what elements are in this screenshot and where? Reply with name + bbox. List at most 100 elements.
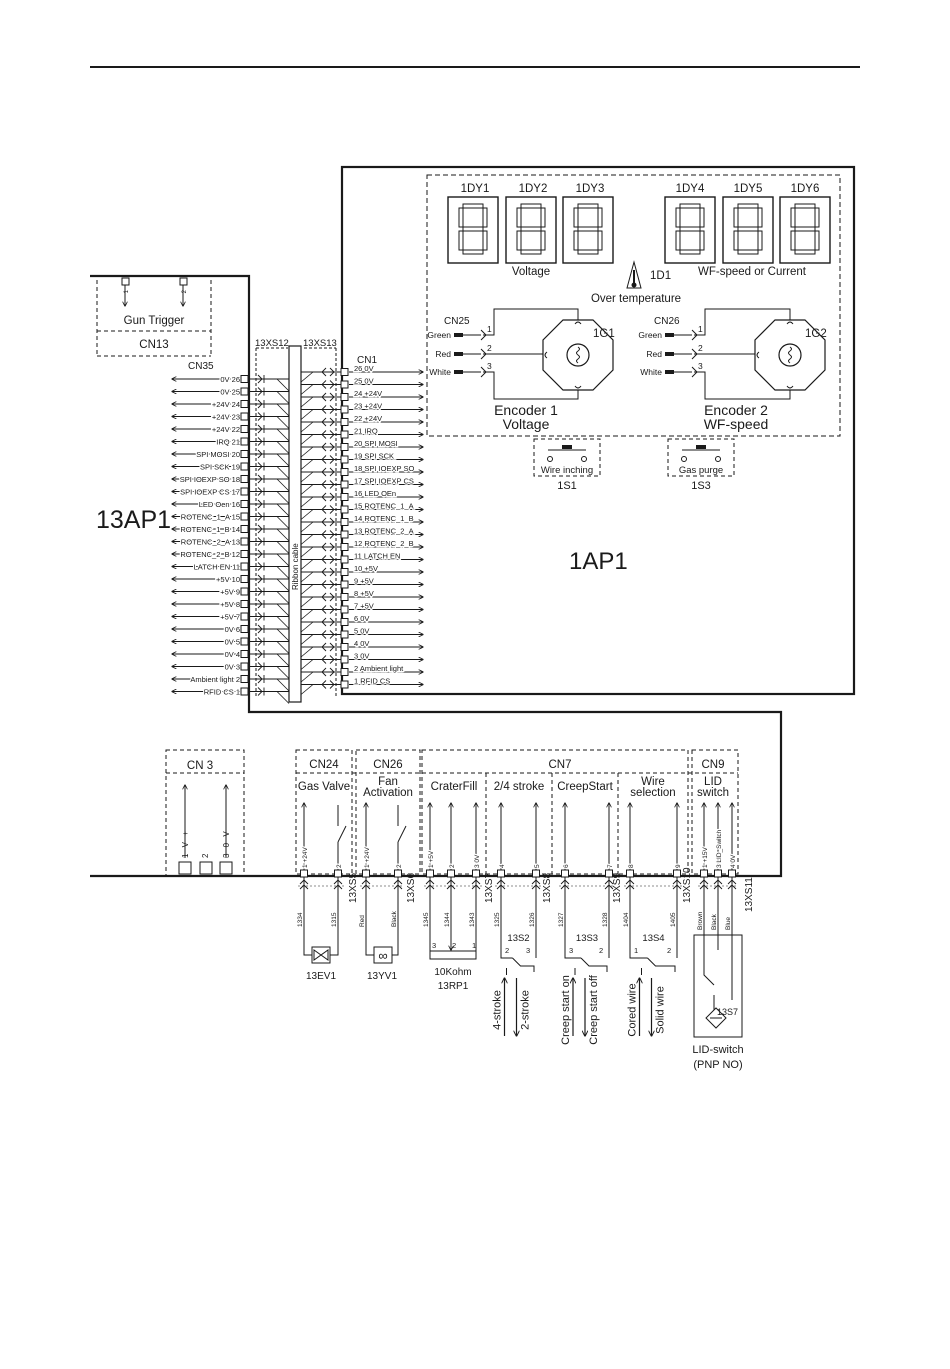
cn35-pin-row: SPI IOEXP CS 17: [172, 486, 249, 498]
cn35-pin-row: +5V 7: [172, 611, 249, 623]
cn1-pin-label: 12 ROTENC_2_B: [354, 539, 414, 548]
encoder-pin: 3: [487, 361, 492, 371]
cn1-pin-label: 20 SPI MOSI: [354, 439, 398, 448]
board-13ap1-outline: [90, 274, 783, 878]
cn35-pin-row: 0V 4: [172, 649, 249, 660]
group-wire-label: Red: [359, 915, 366, 927]
cn1-pin-row: 26 0V: [340, 363, 423, 376]
cn1-pin-row: 13 ROTENC_2_A: [340, 525, 423, 539]
gun-trigger-label: Gun Trigger: [124, 315, 185, 327]
board-1ap1-label: 1AP1: [569, 548, 628, 575]
group-xs-label: 13XS6: [406, 873, 417, 903]
pushbutton-name: 1S1: [557, 480, 577, 492]
switch-state-1: Creep start on: [560, 975, 572, 1045]
cn24-label: CN24: [309, 759, 339, 771]
pushbutton-label: Wire inching: [541, 465, 593, 476]
board-13ap1-label: 13AP1: [96, 506, 171, 534]
encoder-subtitle: Voltage: [503, 416, 550, 432]
cn35-pin-label: SPI SCK 19: [200, 463, 240, 472]
switch-state-2: Solid wire: [655, 986, 667, 1034]
cn1-pin-label: 21 IRQ: [354, 427, 378, 436]
cn1-pin-label: 9 +5V: [354, 577, 374, 586]
cn35-pin-label: 0V 26: [220, 375, 240, 384]
cn35-pin-label: 0V 5: [225, 638, 240, 647]
cn35-pin-label: SPI IOEXP CS 17: [180, 488, 240, 497]
cn1-pin-label: 24 +24V: [354, 389, 382, 398]
group-wire-label: Blue: [725, 917, 732, 930]
cn1-pin-row: 23 +24V: [340, 400, 423, 414]
group-xs-label: 13XS8: [542, 873, 553, 903]
group-wire-label: 1334: [297, 912, 304, 927]
cn35-pin-row: IRQ 21: [172, 436, 249, 448]
cn1-pin-row: 14 ROTENC_1_B: [340, 513, 423, 526]
group-wire-label: 1325: [494, 912, 501, 927]
cn1-pin-row: 8 +5V: [340, 588, 423, 601]
group-pin-label: 8: [628, 864, 635, 868]
switch-pos: 3: [526, 946, 530, 955]
gun-trigger-pin-1: 1: [124, 289, 130, 293]
cn1-pin-label: 22 +24V: [354, 414, 382, 423]
cn1-pin-label: 14 ROTENC_1_B: [354, 514, 414, 523]
group-pin-label: 3 0V: [474, 854, 481, 868]
group-pin-label: 2: [336, 864, 343, 868]
pushbutton-1: Wire inching 1S1: [533, 438, 601, 492]
cn35-pin-label: LED Oen 16: [199, 500, 240, 509]
group-device: 13S4: [642, 933, 664, 944]
seven-seg-display-4: [664, 196, 716, 264]
encoder-pin: 1: [698, 324, 703, 334]
cn35-pin-label: ROTENC_1_A 15: [181, 513, 240, 522]
cn1-pin-label: 2 Ambient light: [354, 664, 404, 673]
encoder-name: 1G2: [805, 328, 827, 340]
cn1-pin-label: 17 SPI IOEXP CS: [354, 477, 414, 486]
pot-pin: 2: [452, 941, 456, 950]
cn35-label: CN35: [188, 361, 214, 372]
cn35-pin-label: +24V 24: [212, 400, 240, 409]
cn1-pin-label: 19 SPI SCK: [354, 452, 394, 461]
group-wire-label: 1404: [623, 912, 630, 927]
group-device: 13S7: [717, 1007, 738, 1017]
cn35-pin-row: ROTENC_1_A 15: [172, 511, 249, 523]
cn35-pin-label: Ambient light 2: [190, 675, 240, 684]
group-device: 13EV1: [306, 971, 336, 982]
group-pin-label: 1 +5V: [428, 850, 435, 868]
cn1-pin-row: 16 LED OEn: [340, 488, 423, 501]
cn35-pin-row: RFID CS 1: [172, 686, 249, 698]
cn35-pin-row: LATCH EN 11: [172, 561, 249, 573]
group-wire-label: Black: [391, 910, 398, 927]
cn35-pin-label: RFID CS 1: [204, 688, 240, 697]
cn35-pin-row: ROTENC_2_B 12: [172, 549, 249, 560]
group-wire-label: 1345: [423, 912, 430, 927]
cn9-label: CN9: [701, 759, 724, 771]
encoder-wire-color: White: [640, 367, 662, 377]
cn35-pin-label: +24V 23: [212, 413, 240, 422]
pushbutton-name: 1S3: [691, 480, 711, 492]
cn35-pin-label: +5V 7: [220, 613, 240, 622]
encoder-connector-label: CN26: [654, 316, 680, 327]
group-pin-label: 1 +24V: [364, 847, 371, 868]
group-title-2: Activation: [363, 787, 413, 799]
cn1-pin-row: 2 Ambient light: [340, 663, 423, 676]
cn3-pin-2: 2: [201, 853, 210, 858]
cn1-pin-label: 8 +5V: [354, 589, 374, 598]
over-temperature-name: 1D1: [650, 270, 671, 282]
cn1-pin-row: 9 +5V: [340, 575, 423, 589]
cn1-pin-label: 4 0V: [354, 639, 369, 648]
cn35-pin-label: +24V 22: [212, 425, 240, 434]
encoder-wire-color: Green: [427, 330, 451, 340]
display-name-4: 1DY4: [676, 183, 705, 195]
cn1-pin-label: 7 +5V: [354, 602, 374, 611]
group-pin-label: 1 +24V: [302, 847, 309, 868]
cn35-pin-label: +5V 9: [220, 588, 240, 597]
group-pin-label: 2: [396, 864, 403, 868]
cn35-pin-label: ROTENC_2_B 12: [180, 550, 240, 559]
cn35-pin-row: +5V 8: [172, 599, 249, 610]
cn35-pin-row: Ambient light 2: [172, 674, 249, 685]
cn1-pin-row: 3 0V: [340, 650, 423, 664]
switch-pos: 2: [599, 946, 603, 955]
cn35-pin-label: 0V 25: [220, 388, 240, 397]
